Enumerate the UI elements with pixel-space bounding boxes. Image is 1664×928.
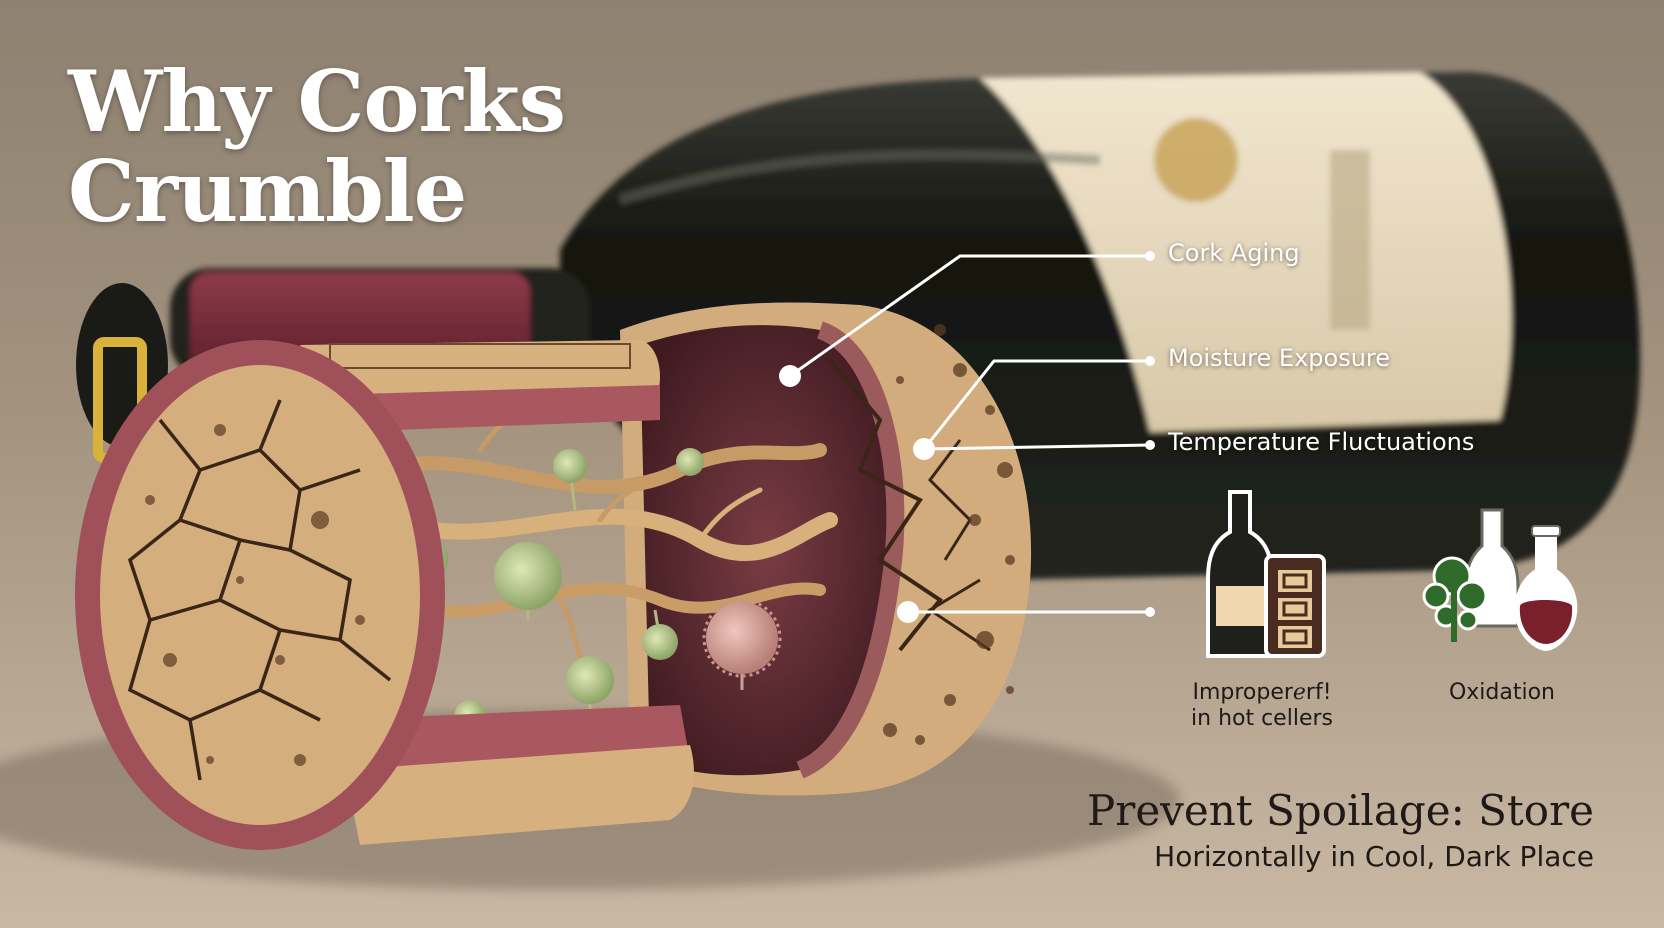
page-title-line-1: Why Corks [68, 52, 566, 151]
bottle-storage-caption-line-1: Improperℯrf! [1192, 680, 1332, 705]
bottle-storage-caption: Improperℯrf! in hot cellers [1148, 680, 1376, 733]
callout-moisture-exposure: Moisture Exposure [1168, 344, 1391, 372]
oxidation-flask-icon [1422, 508, 1578, 652]
callout-cork-aging: Cork Aging [1168, 239, 1300, 267]
storage-tip-detail: Horizontally in Cool, Dark Place [1154, 840, 1594, 873]
wine-bottle-and-crate-icon [1206, 490, 1326, 658]
oxidation-caption: Oxidation [1448, 680, 1556, 705]
storage-tip-heading: Prevent Spoilage: Store [1086, 786, 1594, 835]
page-title-line-2: Crumble [68, 142, 467, 241]
callout-temperature-fluctuations: Temperature Fluctuations [1168, 428, 1475, 456]
bottle-storage-caption-line-2: in hot cellers [1191, 706, 1333, 732]
